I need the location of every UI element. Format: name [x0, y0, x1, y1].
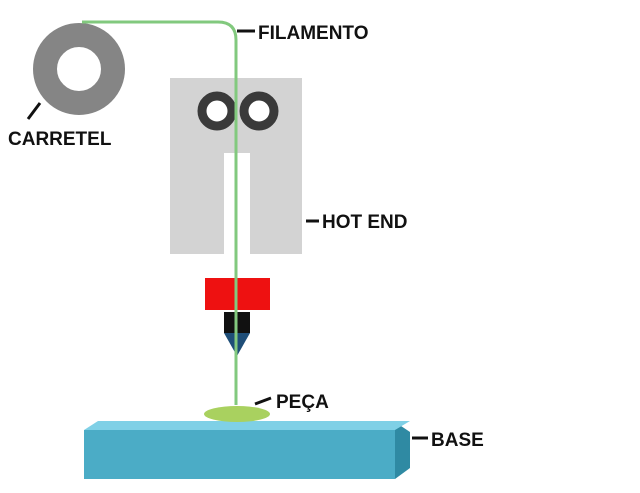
- spool: [33, 23, 125, 115]
- label-filament: FILAMENTO: [258, 23, 368, 44]
- label-base: BASE: [431, 430, 484, 451]
- leader-part: [254, 396, 272, 406]
- base-side-face: [395, 422, 410, 479]
- leader-lines: [26, 29, 428, 440]
- label-spool: CARRETEL: [8, 129, 112, 150]
- build-base: [84, 421, 410, 479]
- filament-strand: [82, 20, 238, 405]
- feed-roller-right: [239, 91, 279, 131]
- label-hot-end: HOT END: [322, 212, 408, 233]
- printed-part: [204, 406, 270, 422]
- leader-spool: [26, 102, 42, 120]
- base-top-face: [84, 421, 410, 430]
- label-part: PEÇA: [276, 392, 329, 413]
- spool-ring: [33, 23, 125, 115]
- base-front-face: [84, 430, 395, 479]
- feed-roller-left: [197, 91, 237, 131]
